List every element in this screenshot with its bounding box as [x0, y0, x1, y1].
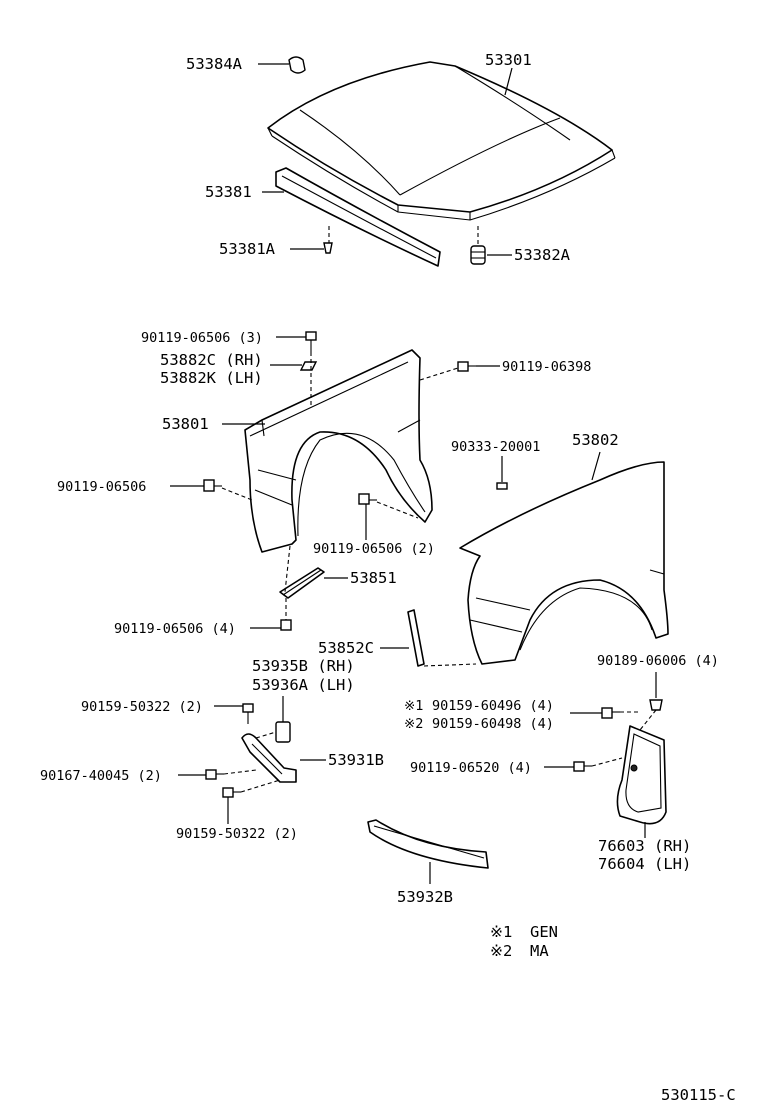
- bolt-brace-label: 90119-06506 (4): [114, 621, 236, 637]
- diagram-id: 530115-C: [661, 1086, 736, 1104]
- bolt-left-side-label: 90119-06506: [57, 479, 146, 495]
- nut-lh-label: 53882K (LH): [160, 369, 263, 387]
- bolt-arch-label: 90119-06506 (2): [313, 541, 435, 557]
- note-mark-1: ※1: [404, 698, 423, 714]
- rear-brace-label: 53852C: [318, 639, 374, 657]
- bolt-06520-icon: [573, 761, 592, 772]
- hood-bumper-cushion-label: 53384A: [186, 55, 243, 73]
- bracket-53931b-label: 53931B: [328, 751, 384, 769]
- left-fender-part: [244, 349, 433, 553]
- nut-icon: [299, 361, 318, 371]
- fender-brace-label: 53851: [350, 569, 397, 587]
- screw-60498-label: 90159-60498 (4): [432, 716, 554, 732]
- bracket-lh-label: 53936A (LH): [252, 676, 355, 694]
- bolt-left-side-icon: [203, 479, 222, 492]
- right-fender-part: [459, 461, 669, 665]
- bolt-06398-label: 90119-06398: [502, 359, 591, 375]
- bumper-cushion-icon: [288, 56, 306, 74]
- bolt-06520-label: 90119-06520 (4): [410, 760, 532, 776]
- screw-upper-label: 90159-50322 (2): [81, 699, 203, 715]
- lower-seal-part: [367, 819, 489, 869]
- mudguard-lh-label: 76604 (LH): [598, 855, 691, 873]
- legend-text-1: GEN: [530, 923, 558, 941]
- bolt-06006-label: 90189-06006 (4): [597, 653, 719, 669]
- screw-6049x-icon: [601, 707, 620, 719]
- right-fender-label: 53802: [572, 431, 619, 449]
- hood-cushion-label: 53382A: [514, 246, 571, 264]
- hood-label: 53301: [485, 51, 532, 69]
- legend-mark-1: ※1: [490, 923, 512, 941]
- screw-60496-label: 90159-60496 (4): [432, 698, 554, 714]
- bolt-40045-icon: [205, 769, 224, 780]
- legend-text-2: MA: [530, 942, 549, 960]
- rear-brace-part: [407, 609, 425, 667]
- fender-clip-label: 90333-20001: [451, 439, 540, 455]
- nut-rh-label: 53882C (RH): [160, 351, 263, 369]
- mudguard-rh-label: 76603 (RH): [598, 837, 691, 855]
- fender-clip-icon: [496, 482, 508, 490]
- screw-lower-label: 90159-50322 (2): [176, 826, 298, 842]
- mudguard-part: [616, 725, 667, 825]
- legend-mark-2: ※2: [490, 942, 512, 960]
- bolt-top-icon: [305, 331, 317, 352]
- hood-seal-label: 53381: [205, 183, 252, 201]
- seal-clip-icon: [323, 242, 333, 254]
- legend: ※1 GEN ※2 MA: [490, 923, 558, 960]
- bracket-53931b-part: [241, 733, 297, 783]
- note-mark-2: ※2: [404, 716, 423, 732]
- bolt-40045-label: 90167-40045 (2): [40, 768, 162, 784]
- hood-part: [267, 61, 616, 221]
- screw-upper-icon: [242, 703, 254, 724]
- bolt-06006-icon: [649, 699, 663, 711]
- lower-seal-label: 53932B: [397, 888, 453, 906]
- left-fender-label: 53801: [162, 415, 209, 433]
- hood-cushion-icon: [470, 245, 486, 265]
- bolt-top-label: 90119-06506 (3): [141, 330, 263, 346]
- bolt-arch-icon: [358, 493, 377, 505]
- fender-brace-part: [279, 567, 325, 599]
- bracket-clip-icon: [275, 721, 291, 743]
- bolt-06398-icon: [457, 361, 476, 372]
- seal-clip-label: 53381A: [219, 240, 276, 258]
- bracket-rh-label: 53935B (RH): [252, 657, 355, 675]
- screw-lower-icon: [222, 787, 241, 798]
- bolt-brace-icon: [280, 619, 292, 631]
- hood-seal-part: [275, 167, 441, 267]
